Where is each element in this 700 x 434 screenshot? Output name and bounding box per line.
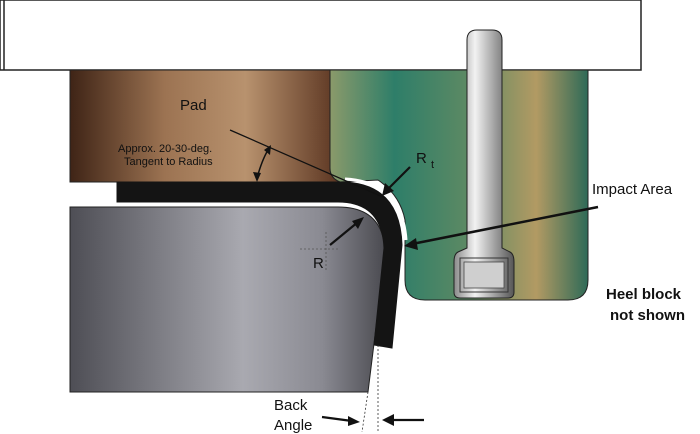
rt-label: R t: [416, 150, 434, 171]
angle-marker-icon: [253, 145, 271, 182]
die-block: [329, 69, 589, 301]
workpiece: [69, 206, 386, 393]
heel-block-label-1: Heel block: [606, 286, 682, 303]
pad-label: Pad: [180, 97, 207, 114]
back-angle-label-2: Angle: [274, 417, 312, 434]
rt-label-sub: t: [431, 159, 434, 171]
impact-gap: [344, 177, 408, 241]
r-arrow-icon: [300, 217, 364, 270]
back-angle-ref-2: [361, 391, 369, 433]
tangent-line: [229, 129, 386, 199]
angle-note-line-1: Approx. 20-30-deg.: [118, 143, 212, 155]
impact-arrow-icon: [404, 205, 599, 250]
r-label: R: [313, 255, 324, 272]
impact-area-label: Impact Area: [592, 181, 673, 198]
rt-label-main: R: [416, 150, 427, 167]
bolt: [453, 29, 515, 299]
back-angle-left-arrow-icon: [321, 415, 360, 426]
back-angle-right-arrow-icon: [382, 414, 424, 426]
upper-ram: [0, 0, 642, 71]
rt-arrow-icon: [382, 166, 411, 196]
bent-sheet: [116, 181, 403, 349]
back-angle-label-1: Back: [274, 397, 308, 414]
heel-block-label-2: not shown: [610, 307, 685, 324]
angle-note-line-2: Tangent to Radius: [124, 156, 213, 168]
